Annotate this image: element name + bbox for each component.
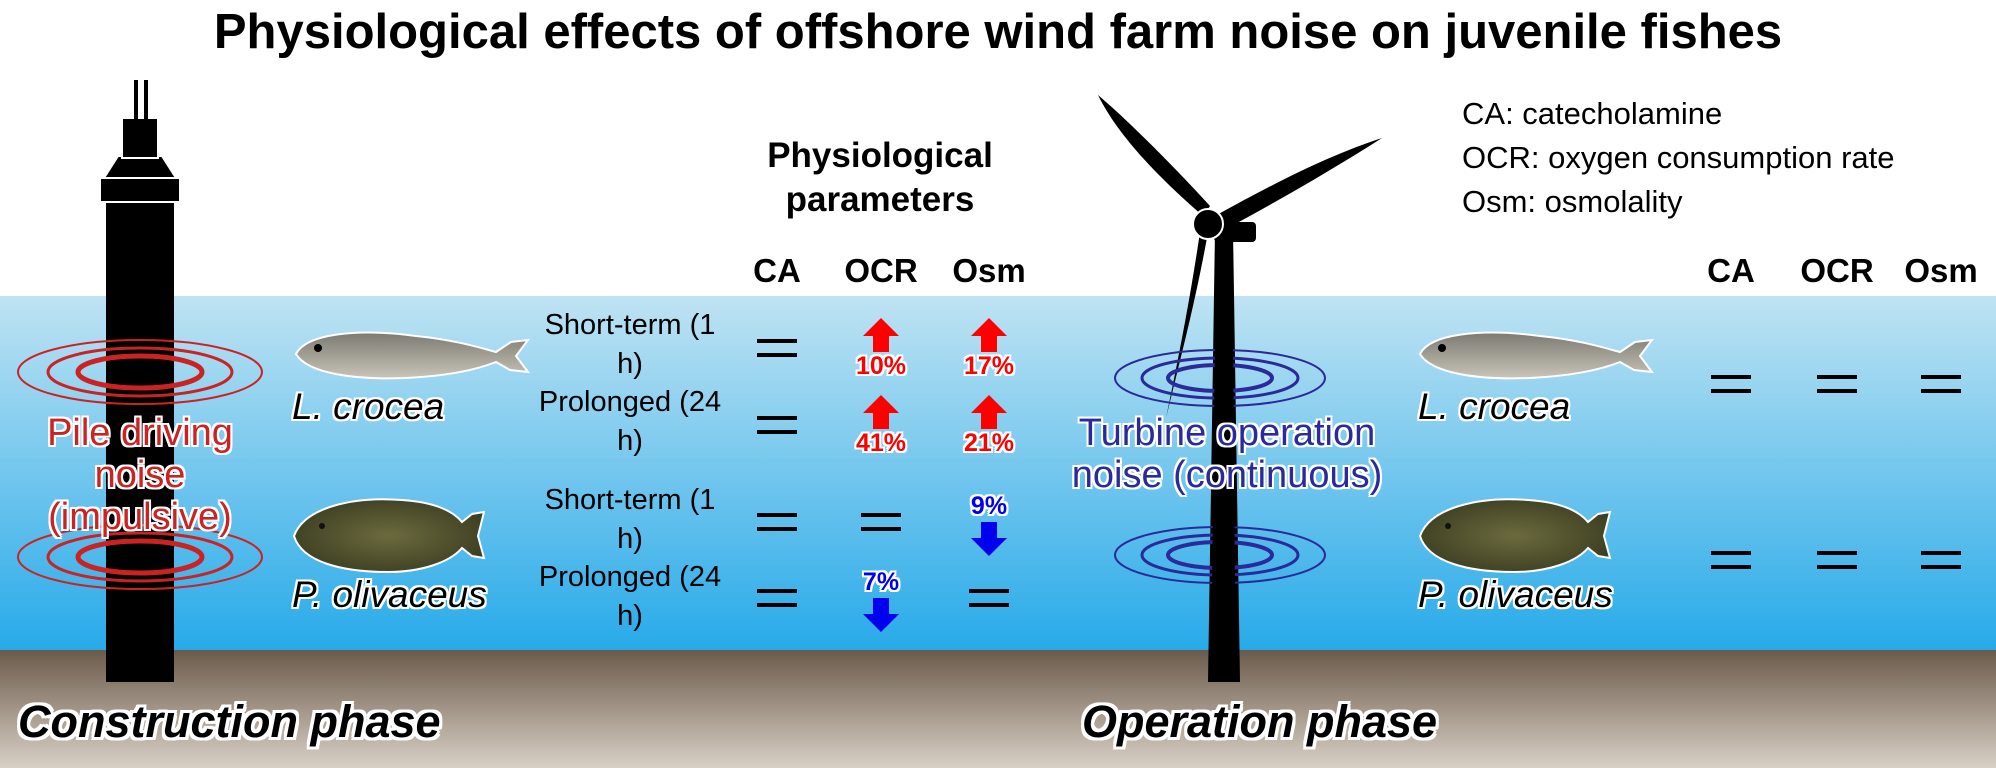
pile-noise-label: Pile driving noise (impulsive)	[47, 412, 233, 538]
condition-polivaceus-prolonged: Prolonged (24 h)	[538, 561, 722, 632]
construction-r1-osm-percent: 17%	[963, 352, 1015, 380]
construction-r2-ocr-up-arrow	[863, 395, 899, 429]
construction-r1-ocr-percent: 10%	[855, 352, 907, 380]
flounder-fish-icon-construction	[292, 498, 486, 574]
construction-r3-ocr-equal-mark	[861, 513, 901, 531]
flounder-fish-icon-operation	[1418, 498, 1612, 574]
construction-r1-ca-equal-mark	[757, 339, 797, 357]
species-label-lcrocea-construction: L. crocea	[292, 386, 445, 427]
column-header-osm-operation: Osm	[1904, 252, 1978, 289]
construction-r3-osm-down-arrow	[971, 522, 1007, 556]
column-header-ca-operation: CA	[1707, 252, 1755, 289]
construction-r2-osm-up-arrow	[971, 395, 1007, 429]
species-label-polivaceus-operation: P. olivaceus	[1418, 574, 1613, 615]
construction-r3-ca-equal-mark	[757, 513, 797, 531]
condition-lcrocea-short: Short-term (1 h)	[544, 309, 716, 380]
construction-r2-ca-equal-mark	[757, 416, 797, 434]
column-header-ca: CA	[753, 252, 801, 289]
legend-osm: Osm: osmolality	[1462, 184, 1683, 219]
condition-lcrocea-prolonged: Prolonged (24 h)	[538, 386, 722, 457]
result-marks	[757, 318, 1961, 632]
seabed	[0, 650, 1996, 768]
construction-r4-ca-equal-mark	[757, 589, 797, 607]
column-header-osm: Osm	[952, 252, 1026, 289]
turbine-noise-label: Turbine operation noise (continuous)	[1071, 412, 1383, 496]
pile-driver-icon	[99, 80, 181, 682]
column-header-ocr-operation: OCR	[1800, 252, 1874, 289]
construction-r1-ocr-up-arrow	[863, 318, 899, 352]
construction-r4-ocr-down-arrow	[863, 598, 899, 632]
parameters-header: Physiological parameters	[767, 136, 993, 219]
legend-ocr: OCR: oxygen consumption rate	[1462, 140, 1895, 175]
construction-r4-ocr-percent: 7%	[862, 568, 900, 596]
operation-r1-ocr-equal-mark	[1817, 375, 1857, 393]
operation-phase-label: Operation phase	[1082, 696, 1438, 747]
pile-noise-rings-lower	[17, 524, 263, 590]
construction-r3-osm-percent: 9%	[970, 492, 1008, 520]
pile-noise-rings-upper	[17, 339, 263, 405]
construction-r2-osm-percent: 21%	[963, 429, 1015, 457]
operation-r1-osm-equal-mark	[1921, 375, 1961, 393]
construction-r1-osm-up-arrow	[971, 318, 1007, 352]
legend-ca: CA: catecholamine	[1462, 96, 1723, 131]
construction-r4-osm-equal-mark	[969, 589, 1009, 607]
croaker-fish-icon-construction	[294, 331, 531, 380]
condition-polivaceus-short: Short-term (1 h)	[544, 484, 716, 555]
construction-r2-ocr-percent: 41%	[855, 429, 907, 457]
operation-r2-ocr-equal-mark	[1817, 551, 1857, 569]
column-header-ocr: OCR	[844, 252, 918, 289]
species-label-lcrocea-operation: L. crocea	[1418, 386, 1571, 427]
croaker-fish-icon-operation	[1418, 331, 1655, 380]
operation-r1-ca-equal-mark	[1711, 375, 1751, 393]
diagram-title: Physiological effects of offshore wind f…	[213, 5, 1783, 59]
operation-r2-osm-equal-mark	[1921, 551, 1961, 569]
operation-r2-ca-equal-mark	[1711, 551, 1751, 569]
construction-phase-label: Construction phase	[18, 696, 441, 747]
species-label-polivaceus-construction: P. olivaceus	[292, 574, 487, 615]
